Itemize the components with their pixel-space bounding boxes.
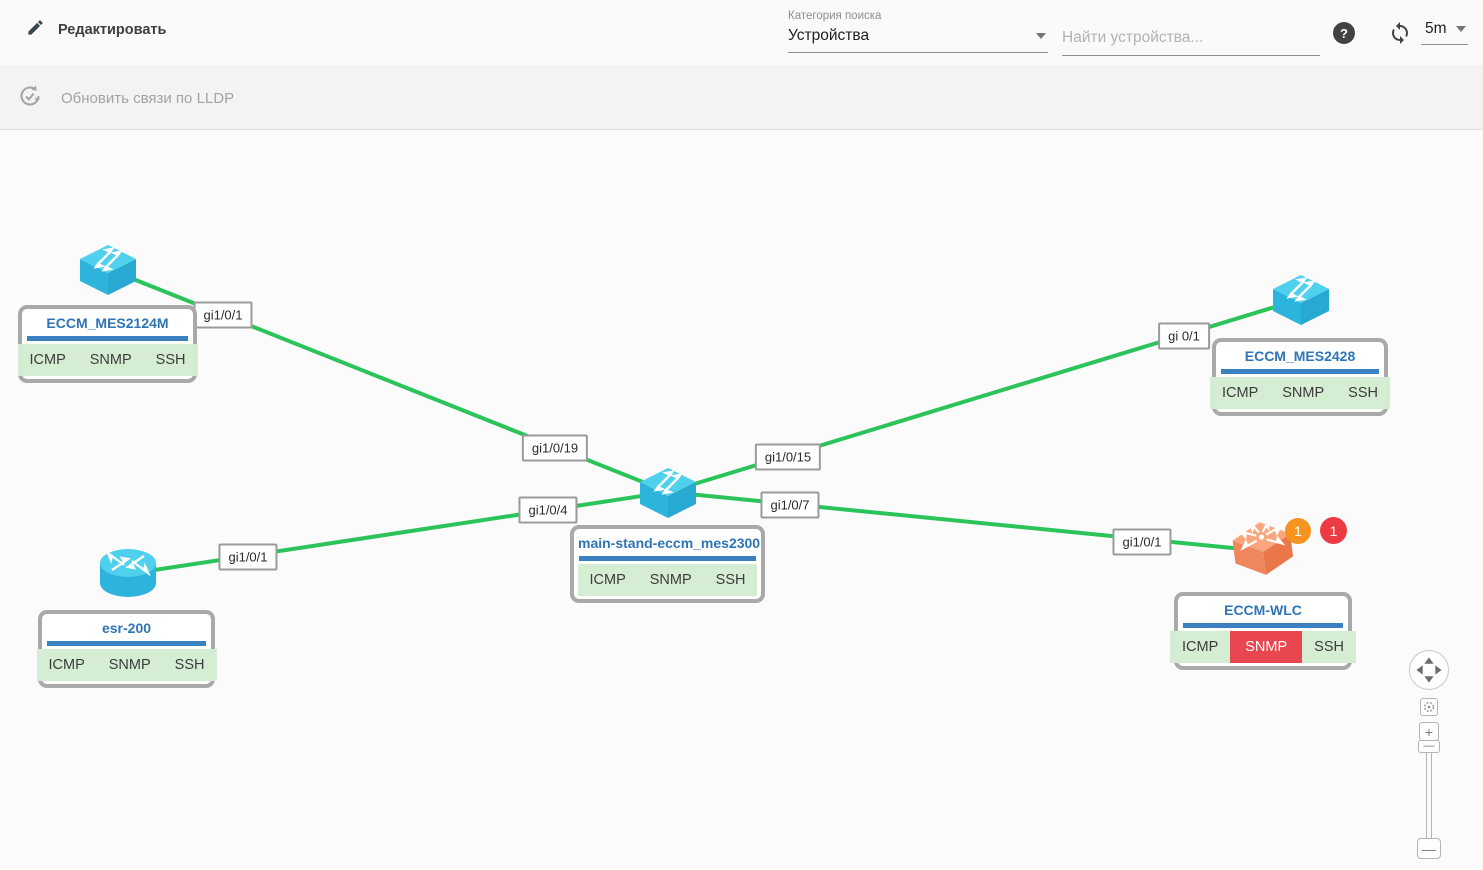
device-title-divider: [47, 641, 206, 646]
protocol-badge-snmp[interactable]: SNMP: [1270, 377, 1337, 409]
device-title-divider: [579, 556, 756, 561]
refresh-interval-select[interactable]: 5m: [1421, 18, 1468, 45]
pencil-icon: [26, 18, 45, 42]
chevron-down-icon: [1036, 33, 1046, 39]
switch-device-icon[interactable]: [77, 243, 139, 302]
topology-canvas[interactable]: 1 1 gi1/0/1 gi1/0/19 gi1/0/15 gi 0/1 gi1…: [0, 130, 1483, 869]
edge-port-label[interactable]: gi1/0/7: [760, 491, 820, 519]
zoom-slider-track[interactable]: [1426, 744, 1432, 846]
chevron-down-icon: [1455, 26, 1466, 32]
edge-port-label[interactable]: gi1/0/15: [754, 443, 822, 471]
minus-icon: —: [1423, 740, 1435, 752]
protocol-badge-row: ICMP SNMP SSH: [577, 564, 758, 596]
protocol-badge-ssh[interactable]: SSH: [1302, 631, 1356, 663]
device-title[interactable]: esr-200: [101, 620, 152, 636]
search-category-value: Устройства: [788, 27, 870, 44]
device-title[interactable]: main-stand-eccm_mes2300: [578, 535, 761, 551]
device-card[interactable]: ECCM_MES2124M ICMP SNMP SSH: [17, 305, 198, 383]
device-card[interactable]: ECCM-WLC ICMP SNMP SSH: [1170, 592, 1356, 670]
device-card[interactable]: ECCM_MES2428 ICMP SNMP SSH: [1210, 338, 1390, 416]
device-title-divider: [1221, 369, 1379, 374]
edge-port-label[interactable]: gi1/0/1: [1112, 528, 1172, 556]
protocol-badge-snmp[interactable]: SNMP: [96, 649, 163, 681]
device-search: [1062, 27, 1320, 56]
warning-count-badge[interactable]: 1: [1285, 518, 1311, 544]
protocol-badge-icmp[interactable]: ICMP: [36, 649, 97, 681]
protocol-badge-icmp[interactable]: ICMP: [1210, 377, 1271, 409]
switch-device-icon[interactable]: [637, 466, 699, 525]
protocol-badge-snmp[interactable]: SNMP: [637, 564, 704, 596]
minus-icon: —: [1422, 840, 1436, 857]
device-card[interactable]: esr-200 ICMP SNMP SSH: [36, 610, 217, 688]
zoom-out-button[interactable]: —: [1417, 838, 1441, 859]
edge-port-label[interactable]: gi1/0/4: [518, 496, 578, 524]
network-edge[interactable]: [126, 490, 670, 576]
edge-port-label[interactable]: gi1/0/19: [521, 434, 589, 462]
edge-port-label[interactable]: gi 0/1: [1158, 322, 1210, 350]
edge-port-label[interactable]: gi1/0/1: [193, 301, 253, 329]
search-category-label: Категория поиска: [788, 10, 882, 22]
edit-button[interactable]: Редактировать: [26, 18, 166, 42]
protocol-badge-row: ICMP SNMP SSH: [17, 344, 198, 376]
lldp-refresh-label: Обновить связи по LLDP: [61, 89, 235, 107]
device-card[interactable]: main-stand-eccm_mes2300 ICMP SNMP SSH: [570, 525, 765, 603]
device-title-divider: [1183, 623, 1343, 628]
protocol-badge-row: ICMP SNMP SSH: [1210, 377, 1390, 409]
protocol-badge-ssh[interactable]: SSH: [143, 344, 198, 376]
critical-count-badge[interactable]: 1: [1320, 517, 1347, 544]
router-device-icon[interactable]: [98, 545, 158, 608]
help-icon: ?: [1333, 22, 1355, 44]
protocol-badge-icmp[interactable]: ICMP: [17, 344, 78, 376]
protocol-badge-ssh[interactable]: SSH: [703, 564, 758, 596]
protocol-badge-icmp[interactable]: ICMP: [1170, 631, 1231, 663]
help-button[interactable]: ?: [1333, 22, 1355, 44]
pan-control[interactable]: [1409, 650, 1449, 690]
device-title[interactable]: ECCM_MES2428: [1244, 348, 1356, 364]
device-title[interactable]: ECCM_MES2124M: [46, 315, 169, 331]
refresh-icon: [1392, 22, 1408, 44]
device-title[interactable]: ECCM-WLC: [1224, 602, 1302, 618]
protocol-badge-ssh[interactable]: SSH: [162, 649, 217, 681]
refresh-interval-value: 5m: [1425, 20, 1447, 37]
wireless-controller-icon[interactable]: [1230, 520, 1296, 589]
search-input[interactable]: [1062, 27, 1320, 56]
svg-text:?: ?: [1340, 26, 1348, 41]
topology-edges: [106, 267, 1303, 576]
pan-arrows-icon: [1416, 657, 1442, 683]
protocol-badge-snmp[interactable]: SNMP: [77, 344, 144, 376]
plus-icon: +: [1424, 723, 1434, 740]
zoom-slider-handle[interactable]: —: [1418, 740, 1440, 753]
map-toolbar: Обновить связи по LLDP: [0, 66, 1483, 130]
edge-port-label[interactable]: gi1/0/1: [218, 543, 278, 571]
protocol-badge-snmp[interactable]: SNMP: [1230, 631, 1303, 663]
protocol-badge-row: ICMP SNMP SSH: [36, 649, 217, 681]
fit-view-icon: [1423, 701, 1435, 713]
top-header: Редактировать Категория поиска Устройств…: [0, 0, 1483, 66]
protocol-badge-icmp[interactable]: ICMP: [577, 564, 638, 596]
zoom-in-button[interactable]: +: [1419, 722, 1439, 741]
search-category-select[interactable]: Категория поиска Устройства: [788, 10, 1048, 53]
switch-device-icon[interactable]: [1270, 273, 1332, 332]
lldp-refresh-button[interactable]: Обновить связи по LLDP: [0, 83, 234, 114]
refresh-button[interactable]: [1388, 21, 1412, 45]
refresh-check-icon: [17, 83, 43, 114]
protocol-badge-row: ICMP SNMP SSH: [1170, 631, 1356, 663]
zoom-fit-button[interactable]: [1420, 698, 1438, 716]
device-title-divider: [27, 336, 188, 341]
edit-button-label: Редактировать: [58, 22, 167, 38]
protocol-badge-ssh[interactable]: SSH: [1336, 377, 1390, 409]
